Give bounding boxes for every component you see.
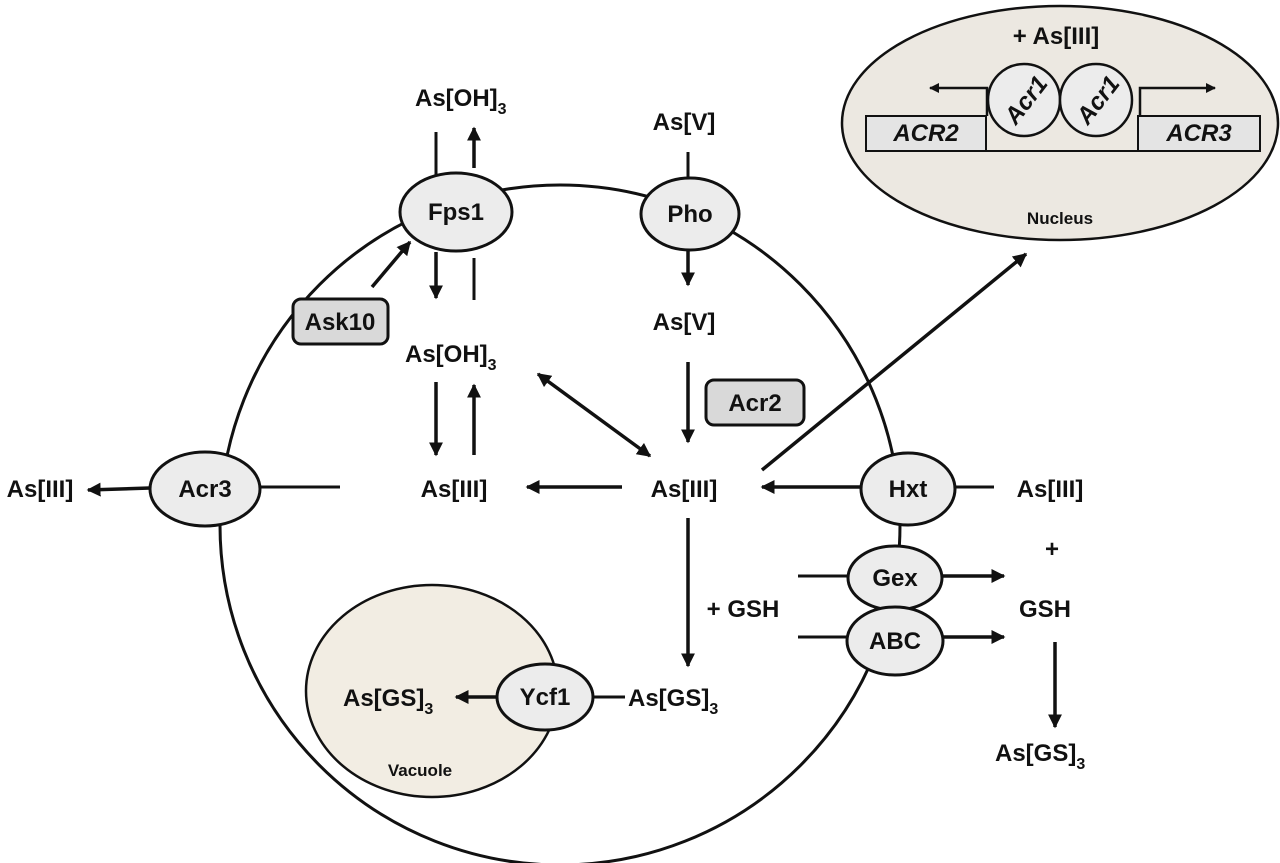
asoh3-cytoplasm-label: As[OH]3 xyxy=(405,341,497,374)
gsh-extracellular-label: GSH xyxy=(1019,596,1071,623)
pho-label: Pho xyxy=(667,201,712,228)
acr3-node xyxy=(148,450,262,528)
nucleus-inducer-label: + As[III] xyxy=(1013,23,1099,50)
acr2-box xyxy=(704,378,806,427)
hxt-node xyxy=(859,451,957,527)
asoh3-extracellular-label: As[OH]3 xyxy=(415,85,507,118)
acr3-transcription-arrow xyxy=(1138,83,1216,116)
vacuole-label: Vacuole xyxy=(388,761,452,780)
gene-acr3-box xyxy=(1137,115,1261,152)
ycf1-node xyxy=(495,662,595,732)
fps1-label: Fps1 xyxy=(428,199,484,226)
asgs3-extracellular-label: As[GS]3 xyxy=(995,740,1085,773)
acr3-label: Acr3 xyxy=(178,476,231,503)
gene-acr2-box xyxy=(865,115,987,152)
fps1-node xyxy=(398,171,514,253)
asiii-to-nucleus-arrow xyxy=(760,252,1028,472)
asgs3-cytoplasm-label: As[GS]3 xyxy=(628,685,718,718)
species-labels: As[OH]3 As[OH]3 As[V] As[V] As[III] As[I… xyxy=(7,85,1086,773)
asiii-mid-label: As[III] xyxy=(421,476,488,503)
abc-label: ABC xyxy=(869,628,921,655)
pho-node xyxy=(639,176,741,252)
asv-extracellular-label: As[V] xyxy=(653,109,716,136)
gsh-addition-label: + GSH xyxy=(707,596,780,623)
gene-acr3-label: ACR3 xyxy=(1165,120,1232,147)
gene-acr2-label: ACR2 xyxy=(892,120,959,147)
connector-lines xyxy=(260,132,994,699)
gex-label: Gex xyxy=(872,565,918,592)
plus-label: + xyxy=(1045,536,1059,563)
asiii-extracellular-right-label: As[III] xyxy=(1017,476,1084,503)
ask10-box xyxy=(291,297,390,346)
transporters xyxy=(148,171,957,732)
cell-membrane xyxy=(218,183,902,863)
asv-cytoplasm-label: As[V] xyxy=(653,309,716,336)
asgs3-vacuole-label: As[GS]3 xyxy=(343,685,433,718)
hxt-label: Hxt xyxy=(889,476,928,503)
asiii-extracellular-left-label: As[III] xyxy=(7,476,74,503)
nucleus: ACR2 ACR3 Acr1 Acr1 + As[III] Nucleus xyxy=(840,4,1280,242)
nucleus-body xyxy=(840,4,1280,242)
asoh3-asiii-bidirectional-arrow xyxy=(536,372,652,458)
ask10-label: Ask10 xyxy=(305,309,376,336)
acr3-export-arrow xyxy=(86,482,151,497)
ycf1-label: Ycf1 xyxy=(520,684,571,711)
abc-node xyxy=(845,605,945,677)
nucleus-label: Nucleus xyxy=(1027,209,1093,228)
arrows xyxy=(86,126,1062,729)
ask10-fps1-arrow xyxy=(370,240,412,289)
acr1-right-node xyxy=(1058,62,1134,138)
protein-labels: Fps1 Pho Acr3 Hxt Gex ABC Ycf1 Ask10 Acr… xyxy=(178,199,927,711)
asiii-center-label: As[III] xyxy=(651,476,718,503)
acr2-label: Acr2 xyxy=(728,390,781,417)
acr2-transcription-arrow xyxy=(929,83,989,116)
